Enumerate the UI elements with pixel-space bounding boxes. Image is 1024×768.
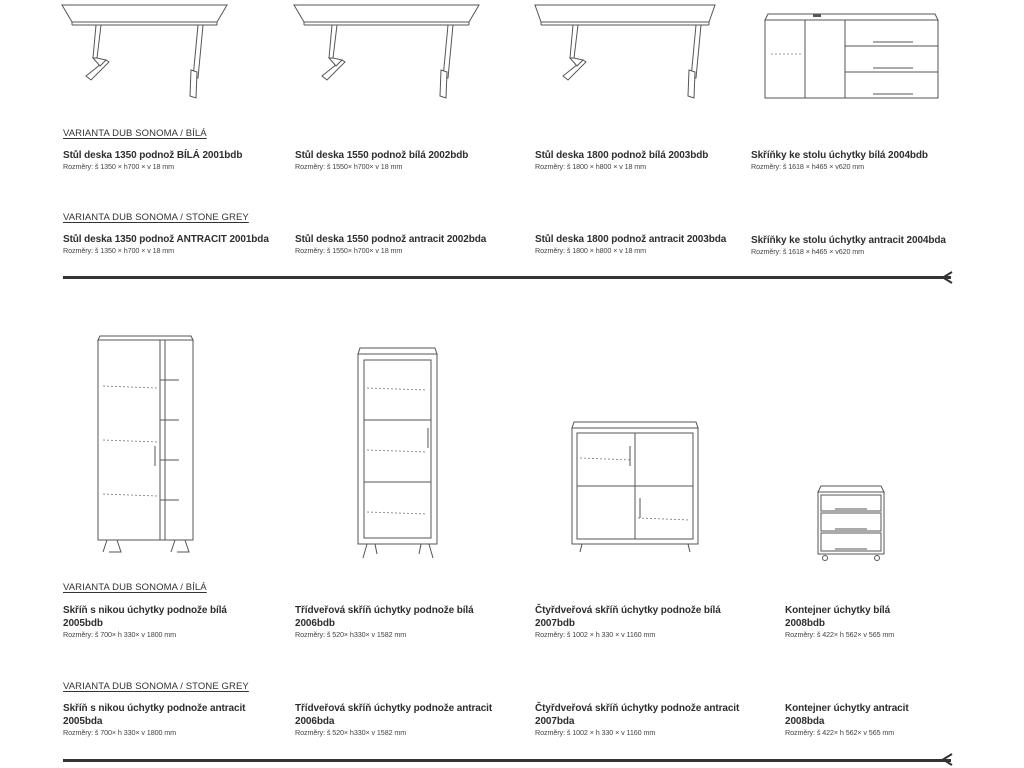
product-2008bdb: Kontejner úchytky bílá 2008bdb Rozměry: …	[785, 604, 925, 639]
product-name: Stůl deska 1350 podnož ANTRACIT 2001bda	[63, 234, 269, 245]
product-2001bda: Stůl deska 1350 podnož ANTRACIT 2001bda …	[63, 233, 303, 255]
product-name: Třídveřová skříň úchytky podnože bílá 20…	[295, 605, 474, 629]
product-name: Skříň s nikou úchytky podnože antracit 2…	[63, 703, 246, 727]
product-dimensions: Rozměry: š 700× h 330× v 1800 mm	[63, 630, 177, 639]
desk-cabinets-illustration	[764, 13, 939, 99]
product-dimensions: Rozměry: š 520× h330× v 1582 mm	[295, 728, 407, 737]
product-2006bda: Třídveřová skříň úchytky podnože antraci…	[295, 702, 510, 737]
product-dimensions: Rozměry: š 1350 × h700 × v 18 mm	[63, 162, 175, 171]
desk-1550-illustration	[293, 4, 480, 99]
product-dimensions: Rozměry: š 1618 × h465 × v620 mm	[751, 162, 865, 171]
four-door-cabinet-illustration	[571, 421, 699, 553]
section-divider	[63, 759, 951, 762]
product-2004bda: Skříňky ke stolu úchytky antracit 2004bd…	[751, 234, 981, 256]
product-2001bdb: Stůl deska 1350 podnož BÍLÁ 2001bdb Rozm…	[63, 149, 303, 171]
product-dimensions: Rozměry: š 1002 × h 330 × v 1160 mm	[535, 728, 656, 737]
variant-heading-stone-grey: VARIANTA DUB SONOMA / STONE GREY	[63, 681, 249, 692]
product-dimensions: Rozměry: š 422× h 562× v 565 mm	[785, 728, 895, 737]
product-dimensions: Rozměry: š 520× h330× v 1582 mm	[295, 630, 407, 639]
product-name: Stůl deska 1550 podnož bílá 2002bdb	[295, 150, 469, 161]
product-2002bda: Stůl deska 1550 podnož antracit 2002bda …	[295, 233, 535, 255]
product-2005bda: Skříň s nikou úchytky podnože antracit 2…	[63, 702, 263, 737]
product-2007bdb: Čtyřdveřová skříň úchytky podnože bílá 2…	[535, 604, 750, 639]
section-divider	[63, 276, 951, 279]
product-dimensions: Rozměry: š 1350 × h700 × v 18 mm	[63, 246, 175, 255]
product-2006bdb: Třídveřová skříň úchytky podnože bílá 20…	[295, 604, 500, 639]
product-dimensions: Rozměry: š 700× h 330× v 1800 mm	[63, 728, 177, 737]
product-name: Skříňky ke stolu úchytky antracit 2004bd…	[751, 235, 946, 246]
product-name: Stůl deska 1800 podnož bílá 2003bdb	[535, 150, 709, 161]
product-2002bdb: Stůl deska 1550 podnož bílá 2002bdb Rozm…	[295, 149, 535, 171]
container-illustration	[817, 485, 885, 561]
product-dimensions: Rozměry: š 1550× h700× v 18 mm	[295, 246, 403, 255]
product-name: Čtyřdveřová skříň úchytky podnože antrac…	[535, 703, 740, 727]
divider-arrow-icon	[941, 271, 953, 284]
product-dimensions: Rozměry: š 1002 × h 330 × v 1160 mm	[535, 630, 656, 639]
product-name: Čtyřdveřová skříň úchytky podnože bílá 2…	[535, 605, 721, 629]
product-name: Stůl deska 1800 podnož antracit 2003bda	[535, 234, 727, 245]
product-dimensions: Rozměry: š 1618 × h465 × v620 mm	[751, 247, 865, 256]
desk-1350-illustration	[61, 4, 228, 99]
product-name: Stůl deska 1550 podnož antracit 2002bda	[295, 234, 487, 245]
variant-heading-stone-grey: VARIANTA DUB SONOMA / STONE GREY	[63, 212, 249, 223]
product-name: Kontejner úchytky bílá 2008bdb	[785, 605, 891, 629]
divider-arrow-icon	[941, 753, 953, 766]
product-2003bdb: Stůl deska 1800 podnož bílá 2003bdb Rozm…	[535, 149, 775, 171]
variant-heading-white: VARIANTA DUB SONOMA / BÍLÁ	[63, 128, 207, 139]
product-dimensions: Rozměry: š 1550× h700× v 18 mm	[295, 162, 403, 171]
three-door-cabinet-illustration	[357, 347, 438, 559]
product-dimensions: Rozměry: š 1800 × h800 × v 18 mm	[535, 246, 647, 255]
desk-1800-illustration	[534, 4, 716, 99]
product-2003bda: Stůl deska 1800 podnož antracit 2003bda …	[535, 233, 775, 255]
product-name: Třídveřová skříň úchytky podnože antraci…	[295, 703, 493, 727]
variant-heading-white: VARIANTA DUB SONOMA / BÍLÁ	[63, 582, 207, 593]
product-2005bdb: Skříň s nikou úchytky podnože bílá 2005b…	[63, 604, 258, 639]
product-name: Skříňky ke stolu úchytky bílá 2004bdb	[751, 150, 928, 161]
product-name: Kontejner úchytky antracit 2008bda	[785, 703, 909, 727]
product-name: Skříň s nikou úchytky podnože bílá 2005b…	[63, 605, 227, 629]
product-2004bdb: Skříňky ke stolu úchytky bílá 2004bdb Ro…	[751, 149, 981, 171]
product-2008bda: Kontejner úchytky antracit 2008bda Rozmě…	[785, 702, 925, 737]
cabinet-niche-illustration	[97, 335, 194, 553]
product-dimensions: Rozměry: š 1800 × h800 × v 18 mm	[535, 162, 647, 171]
product-dimensions: Rozměry: š 422× h 562× v 565 mm	[785, 630, 895, 639]
product-2007bda: Čtyřdveřová skříň úchytky podnože antrac…	[535, 702, 760, 737]
product-name: Stůl deska 1350 podnož BÍLÁ 2001bdb	[63, 150, 243, 161]
